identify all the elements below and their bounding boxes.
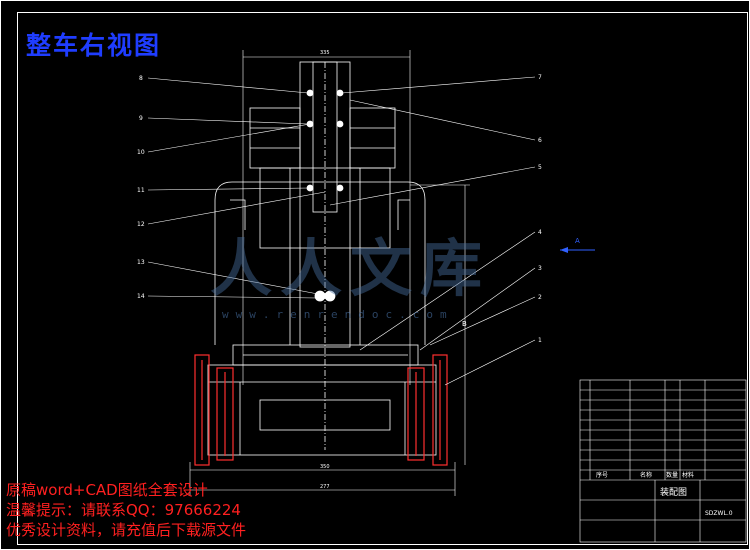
callout-2: 2	[538, 294, 542, 301]
promo-note-line-1: 原稿word+CAD图纸全套设计	[6, 481, 208, 499]
watermark-logo: 人人文库	[210, 232, 491, 305]
callout-11: 11	[137, 187, 145, 194]
callout-8: 8	[139, 75, 143, 82]
callout-13: 13	[137, 259, 145, 266]
title-block-drawing-no: SDZWL.0	[705, 510, 733, 517]
callout-7: 7	[538, 74, 542, 81]
part-callout-labels: 8 9 10 11 12 13 14 7 6 5 4 3 2 1	[137, 74, 542, 344]
callout-10: 10	[137, 149, 145, 156]
dimension-side-label: B	[462, 320, 467, 328]
callout-1: 1	[538, 337, 542, 344]
dimension-top: 335	[320, 50, 330, 56]
promo-note-line-3: 优秀设计资料，请充值后下载源文件	[6, 521, 247, 539]
callout-12: 12	[137, 221, 145, 228]
title-block-col-name: 名称	[640, 471, 652, 479]
callout-9: 9	[139, 115, 143, 122]
callout-3: 3	[538, 265, 542, 272]
promo-notes: 原稿word+CAD图纸全套设计 温馨提示：请联系QQ：97666224 优秀设…	[6, 480, 246, 540]
title-block-col-material: 材料	[682, 471, 694, 479]
wheel-left	[194, 354, 234, 466]
wheel-right	[407, 354, 448, 466]
title-block	[579, 379, 747, 543]
callout-14: 14	[137, 293, 145, 300]
dimension-bottom-lower: 277	[320, 484, 330, 490]
callout-5: 5	[538, 164, 542, 171]
view-arrow: A	[560, 237, 595, 253]
view-arrow-label: A	[575, 237, 580, 245]
promo-note-line-2: 温馨提示：请联系QQ：97666224	[6, 501, 241, 519]
callout-4: 4	[538, 229, 542, 236]
drawing-inner-border	[17, 12, 748, 545]
mast-assembly	[249, 61, 396, 450]
title-block-drawing-name: 装配图	[660, 486, 687, 498]
title-block-col-seq: 序号	[596, 471, 608, 479]
leader-lines	[147, 76, 536, 386]
callout-6: 6	[538, 137, 542, 144]
dimension-bottom-upper: 350	[320, 464, 330, 470]
watermark-url: www.renrendoc.com	[222, 308, 454, 321]
dimension-lines	[189, 50, 470, 496]
drawing-title: 整车右视图	[26, 31, 162, 60]
chassis-frame	[207, 364, 437, 456]
title-block-col-qty: 数量	[666, 471, 678, 479]
